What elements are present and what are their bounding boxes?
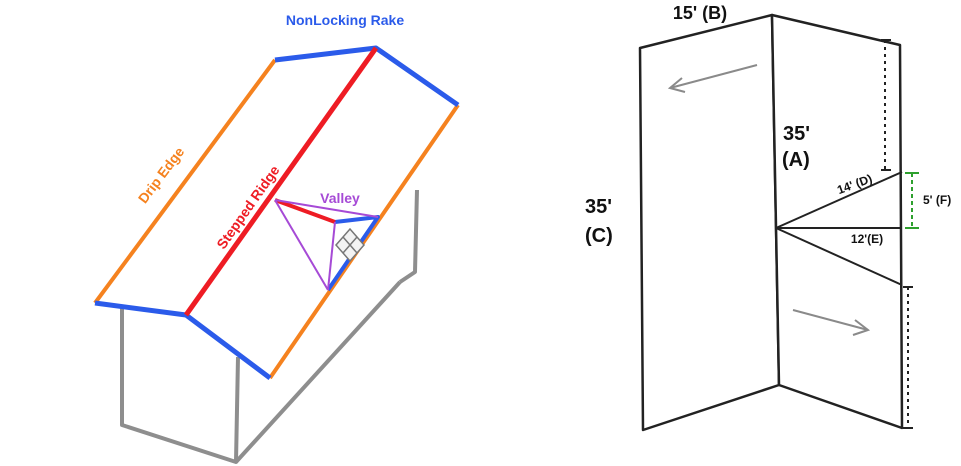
- roof-diagram: NonLocking Rake Drip Edge Stepped Ridge …: [93, 12, 460, 464]
- left-arrow-icon: [667, 64, 758, 93]
- nonlocking-rake-label: NonLocking Rake: [286, 12, 404, 28]
- triangle-measure: [775, 171, 903, 286]
- dim-f-label: 5' (F): [923, 193, 951, 207]
- valley-lines: [274, 199, 379, 291]
- dormer-ridge: [274, 198, 336, 224]
- stepped-ridge-line: [183, 46, 379, 317]
- dim-b-label: 15' (B): [673, 3, 727, 23]
- dim-e-label: 12'(E): [851, 232, 883, 246]
- side-wall: [234, 280, 402, 464]
- guide-ticks: [881, 39, 913, 429]
- right-panel: [770, 13, 904, 430]
- dim-a-tag: (A): [782, 149, 810, 171]
- front-gable-wall: [120, 308, 240, 464]
- house-walls: [120, 189, 419, 464]
- drip-edge-left: [93, 58, 277, 305]
- panel-outline: [638, 13, 904, 432]
- panel-diagram: 15' (B) 35' (A) 35' (C) 14' (D) 12'(E) 5…: [585, 3, 951, 432]
- nonlocking-rake-top: [274, 45, 460, 108]
- f-measure-bracket: [905, 172, 919, 229]
- dormer-window: [335, 227, 365, 263]
- chimney-wall: [398, 189, 419, 284]
- stepped-ridge-label: Stepped Ridge: [213, 162, 282, 252]
- dotted-guides: [884, 40, 909, 428]
- right-arrow-icon: [792, 309, 871, 336]
- dim-c-tag: (C): [585, 225, 613, 247]
- valley-label: Valley: [320, 190, 360, 206]
- drip-edge-right: [268, 103, 460, 380]
- drip-edge-label: Drip Edge: [135, 144, 188, 207]
- dim-a-value: 35': [783, 123, 810, 145]
- dim-c-value: 35': [585, 196, 612, 218]
